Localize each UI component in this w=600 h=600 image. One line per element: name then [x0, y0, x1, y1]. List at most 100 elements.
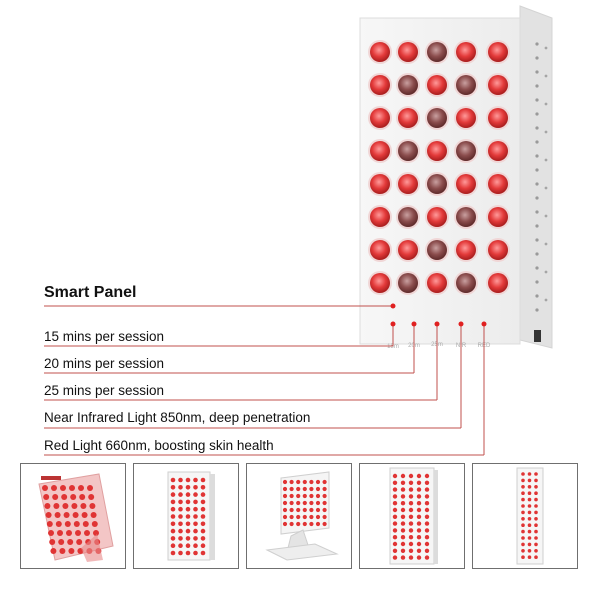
thumbnail-led: [416, 494, 422, 499]
thumbnail-led: [527, 497, 532, 502]
vent-hole: [535, 140, 539, 144]
thumbnail-led: [67, 539, 74, 545]
thumbnail-led: [69, 485, 75, 491]
thumbnail-led: [521, 523, 525, 527]
feature-20min: 20 mins per session: [44, 356, 165, 371]
vent-hole: [535, 280, 539, 284]
thumbnail-2[interactable]: [133, 463, 239, 569]
thumbnail-led: [70, 494, 77, 500]
thumbnail-led: [400, 494, 406, 499]
vent-hole: [535, 224, 539, 228]
panel-side-icon: [516, 467, 544, 565]
thumbnail-led: [91, 521, 98, 527]
thumbnail-led: [193, 485, 198, 490]
led-bulb: [396, 205, 420, 229]
thumbnail-led: [392, 473, 398, 479]
thumbnail-led: [309, 507, 314, 513]
thumbnail-led: [424, 480, 430, 485]
thumbnail-led: [200, 550, 206, 556]
thumbnail-4[interactable]: [359, 463, 465, 569]
thumbnail-led: [527, 536, 532, 540]
thumbnail-led: [400, 548, 406, 553]
thumbnail-led: [72, 512, 79, 518]
thumbnail-led: [424, 555, 430, 560]
vent-hole: [544, 270, 548, 274]
callout-dot: [411, 321, 417, 327]
vent-hole: [544, 74, 548, 78]
thumbnail-led: [302, 507, 307, 513]
thumbnail-led: [200, 499, 206, 505]
thumbnail-led: [322, 479, 327, 485]
thumbnail-led: [296, 486, 301, 492]
led-bulb: [368, 238, 392, 262]
thumbnail-led: [59, 548, 66, 554]
thumbnail-led: [521, 510, 525, 515]
thumbnail-led: [170, 550, 176, 556]
thumbnail-led: [408, 535, 414, 540]
panel-on-stand-angled-icon: [38, 473, 114, 562]
thumbnail-led: [527, 478, 532, 483]
thumbnail-led: [185, 536, 191, 541]
thumbnail-led: [408, 501, 414, 506]
thumbnail-led: [521, 529, 525, 534]
thumbnail-led: [424, 501, 430, 506]
thumbnail-led: [322, 514, 327, 520]
thumbnail-led: [322, 486, 327, 492]
thumbnail-led: [46, 521, 53, 527]
thumbnail-led: [424, 548, 430, 553]
thumbnail-led: [296, 507, 301, 513]
thumbnail-led: [170, 528, 176, 534]
led-bulb: [486, 106, 510, 130]
thumbnail-led: [521, 542, 525, 547]
thumbnail-led: [416, 480, 422, 485]
callout-dot: [458, 321, 464, 327]
thumbnail-1[interactable]: [20, 463, 126, 569]
thumbnail-led: [193, 492, 198, 497]
thumbnail-led: [534, 478, 538, 483]
thumbnail-led: [534, 555, 538, 559]
vent-hole: [535, 196, 539, 200]
led-bulb: [396, 172, 420, 196]
thumbnail-led: [60, 485, 66, 491]
thumbnail-led: [88, 494, 95, 500]
thumbnail-led: [185, 528, 191, 534]
thumbnail-led: [282, 507, 288, 513]
thumbnail-led: [282, 479, 288, 485]
vent-hole: [544, 298, 548, 302]
thumbnail-led: [534, 504, 538, 508]
feature-nir: Near Infrared Light 850nm, deep penetrat…: [44, 410, 311, 425]
thumbnail-led: [521, 549, 525, 553]
thumbnail-led: [185, 550, 191, 556]
vent-hole: [535, 112, 539, 116]
thumbnail-led: [282, 521, 288, 527]
thumbnail-led: [424, 494, 430, 499]
callout-dot: [481, 321, 487, 327]
thumbnail-led: [296, 521, 301, 527]
thumbnail-led: [392, 528, 398, 533]
thumbnail-led: [315, 479, 321, 485]
thumbnail-led: [178, 514, 183, 519]
thumbnail-5[interactable]: [472, 463, 578, 569]
thumbnail-led: [170, 492, 176, 497]
led-bulb: [368, 106, 392, 130]
thumbnail-led: [534, 510, 538, 515]
thumbnail-3[interactable]: [246, 463, 352, 569]
vent-hole: [535, 210, 539, 214]
thumbnail-led: [392, 535, 398, 540]
thumbnail-led: [193, 521, 198, 527]
thumbnail-led: [170, 506, 176, 512]
thumbnail-led: [178, 536, 183, 541]
thumbnail-led: [64, 521, 71, 527]
thumbnail-led: [185, 543, 191, 548]
vent-hole: [544, 102, 548, 106]
thumbnail-led: [200, 485, 206, 490]
vent-hole: [535, 182, 539, 186]
led-bulb: [454, 73, 478, 97]
thumbnail-led: [193, 550, 198, 556]
thumbnail-led: [408, 528, 414, 533]
thumbnail-led: [534, 517, 538, 521]
thumbnail-led: [58, 539, 65, 545]
thumbnail-led: [170, 477, 176, 483]
feature-25min: 25 mins per session: [44, 383, 165, 398]
